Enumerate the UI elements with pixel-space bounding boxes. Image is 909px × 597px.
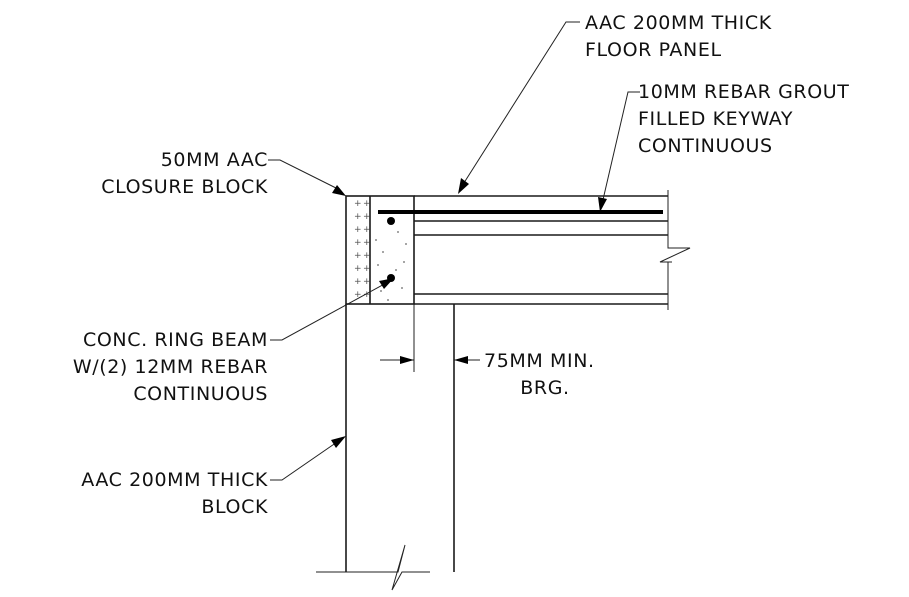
label-ring-beam-line-2: W/(2) 12MM REBAR — [73, 356, 268, 378]
label-wall-block-line-2: BLOCK — [201, 496, 268, 518]
ring-beam-rebar-top — [387, 217, 395, 225]
hatch-mark: + — [354, 264, 362, 274]
label-wall-block: AAC 200MM THICK BLOCK — [81, 469, 268, 518]
stipple-dot — [387, 299, 389, 301]
ring-beam-stipple — [375, 231, 407, 301]
hatch-mark: + — [354, 212, 362, 222]
leader-ring-beam — [270, 278, 394, 341]
floor-break-line — [659, 190, 691, 310]
hatch-mark: + — [363, 277, 371, 287]
label-bearing-line-1: 75MM MIN. — [484, 350, 595, 372]
stipple-dot — [380, 290, 382, 292]
leader-wall-block — [270, 436, 346, 481]
stipple-dot — [382, 251, 384, 253]
bearing-dimension — [380, 304, 480, 372]
label-bearing-line-2: BRG. — [520, 377, 569, 399]
label-floor-panel: AAC 200MM THICK FLOOR PANEL — [585, 12, 772, 61]
stipple-dot — [377, 264, 379, 266]
leader-keyway — [598, 91, 640, 212]
hatch-mark: + — [354, 277, 362, 287]
wall-break-line — [316, 544, 430, 591]
label-closure-block-line-2: CLOSURE BLOCK — [101, 176, 268, 198]
stipple-dot — [397, 231, 399, 233]
hatch-mark: + — [363, 251, 371, 261]
closure-block-and-ring-beam — [345, 195, 415, 305]
label-wall-block-line-1: AAC 200MM THICK — [81, 469, 268, 491]
stipple-dot — [403, 261, 405, 263]
label-closure-block-line-1: 50MM AAC — [161, 149, 268, 171]
leader-closure-block — [268, 159, 346, 196]
stipple-dot — [401, 287, 403, 289]
stipple-dot — [405, 243, 407, 245]
label-bearing: 75MM MIN. BRG. — [484, 350, 595, 399]
label-keyway-line-3: CONTINUOUS — [638, 135, 773, 157]
label-floor-panel-line-2: FLOOR PANEL — [585, 39, 722, 61]
hatch-mark: + — [363, 212, 371, 222]
label-keyway: 10MM REBAR GROUT FILLED KEYWAY CONTINUOU… — [638, 81, 849, 157]
hatch-mark: + — [354, 199, 362, 209]
closure-block-hatch: ++++++++++++++++ — [354, 199, 371, 300]
label-ring-beam-line-1: CONC. RING BEAM — [83, 329, 268, 351]
hatch-mark: + — [363, 225, 371, 235]
hatch-mark: + — [363, 290, 371, 300]
hatch-mark: + — [354, 251, 362, 261]
label-keyway-line-1: 10MM REBAR GROUT — [638, 81, 849, 103]
hatch-mark: + — [354, 238, 362, 248]
hatch-mark: + — [354, 225, 362, 235]
aac-floor-panel — [414, 195, 668, 305]
label-closure-block: 50MM AAC CLOSURE BLOCK — [101, 149, 268, 198]
stipple-dot — [375, 239, 377, 241]
label-ring-beam-line-3: CONTINUOUS — [133, 383, 268, 405]
stipple-dot — [395, 269, 397, 271]
hatch-mark: + — [363, 238, 371, 248]
leader-floor-panel — [458, 21, 580, 194]
label-keyway-line-2: FILLED KEYWAY — [638, 108, 793, 130]
label-ring-beam: CONC. RING BEAM W/(2) 12MM REBAR CONTINU… — [73, 329, 268, 405]
hatch-mark: + — [363, 199, 371, 209]
label-floor-panel-line-1: AAC 200MM THICK — [585, 12, 772, 34]
hatch-mark: + — [363, 264, 371, 274]
hatch-mark: + — [354, 290, 362, 300]
aac-wall-block — [345, 304, 455, 572]
